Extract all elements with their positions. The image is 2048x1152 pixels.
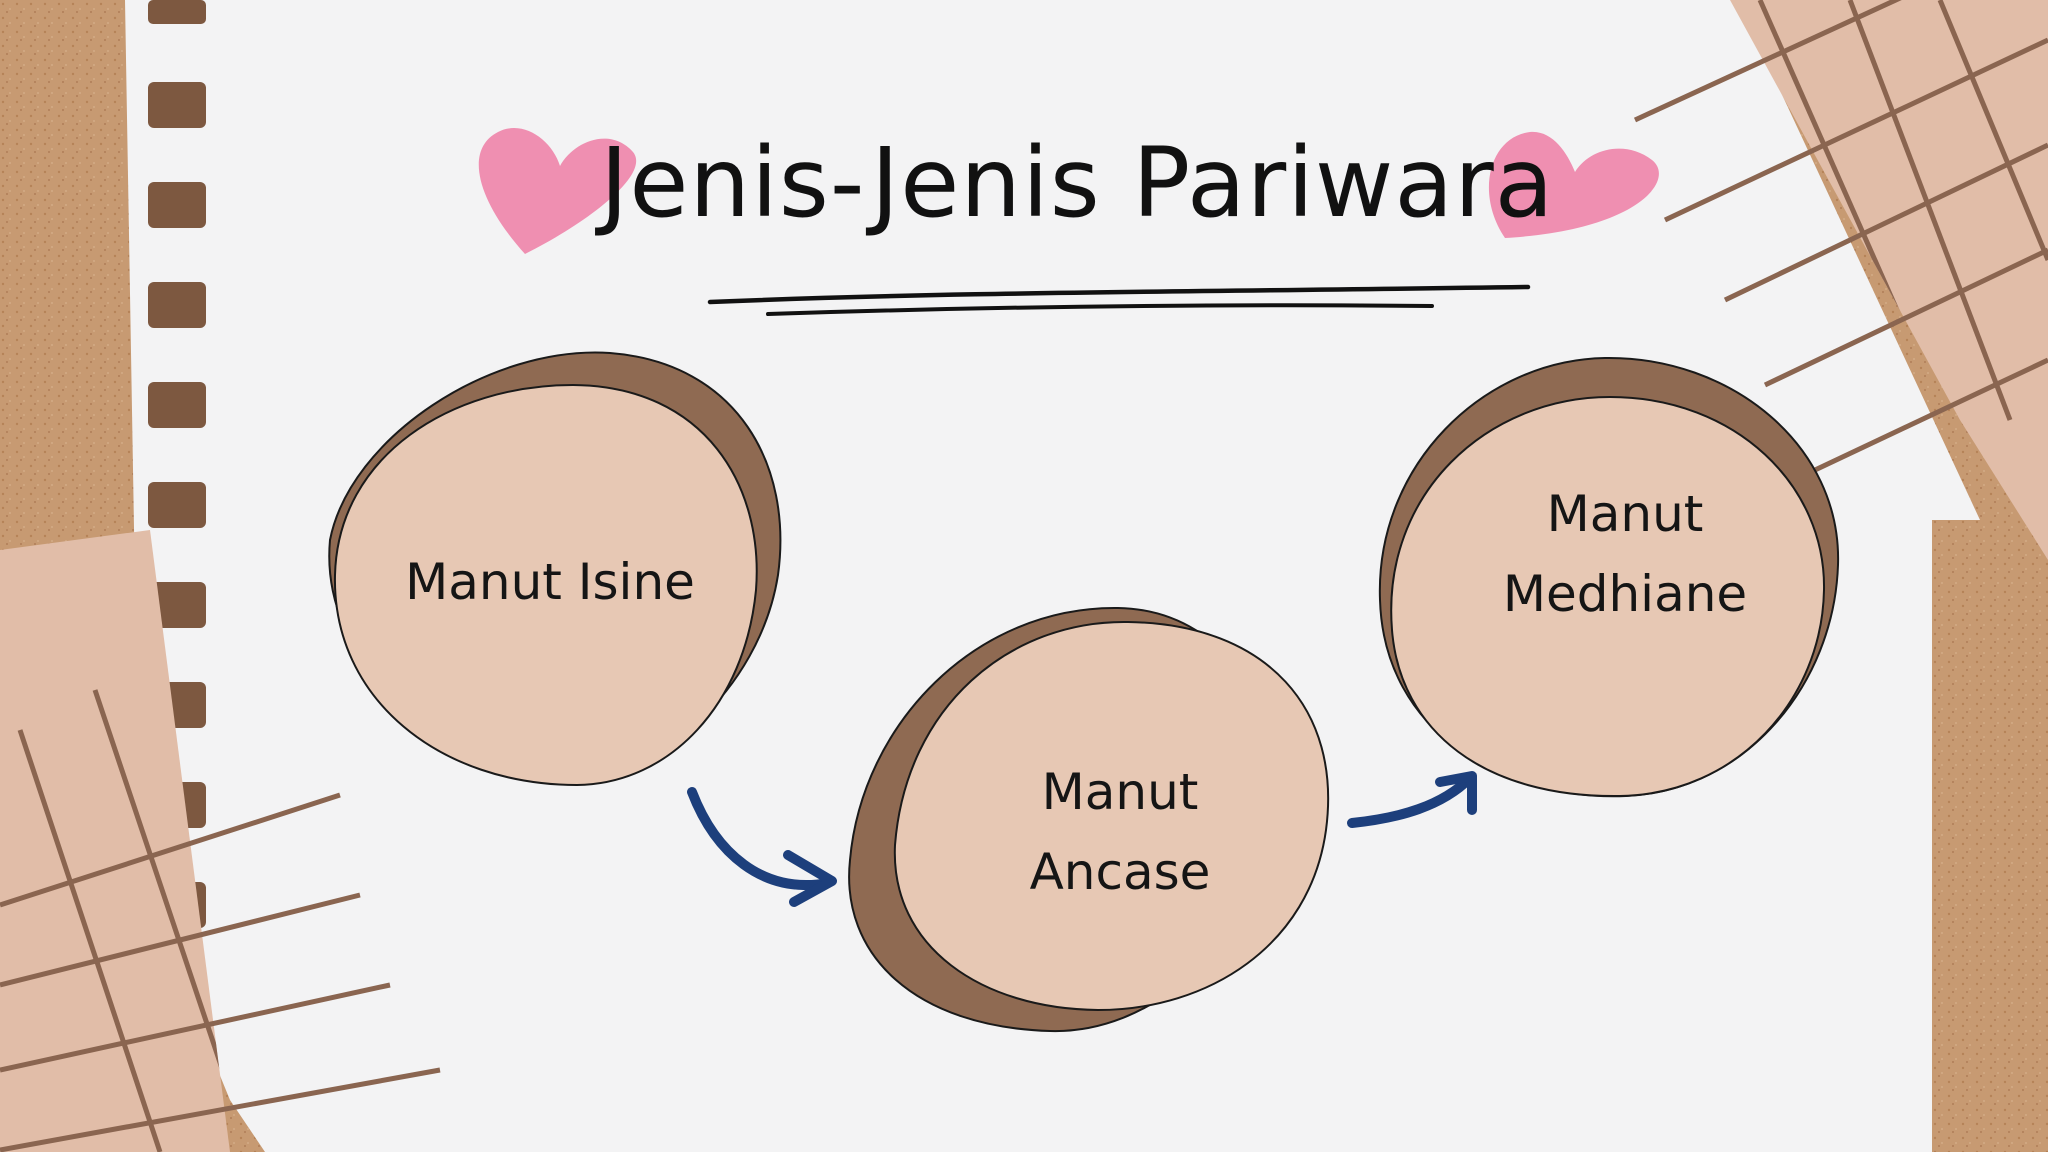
circle-fill [333, 383, 758, 787]
heart-icon [478, 128, 637, 254]
diagram-node-isine [328, 351, 782, 787]
page-title: Jenis-Jenis Pariwara [600, 127, 1555, 239]
node-label-medhiane: Manut Medhiane [1502, 485, 1748, 623]
notebook-hole [148, 282, 206, 328]
notebook-hole [148, 0, 206, 24]
notebook-hole [148, 382, 206, 428]
heart-icon [1488, 131, 1659, 238]
title-underline [766, 303, 1434, 316]
left-tape [0, 530, 230, 1152]
node-label-ancase: Manut Ancase [1029, 763, 1211, 901]
node-label-isine: Manut Isine [405, 553, 695, 611]
diagram-node-ancase [848, 606, 1330, 1033]
notebook-hole [148, 182, 206, 228]
notebook-hole [148, 582, 206, 628]
diagram-node-medhiane [1378, 356, 1840, 798]
circle-fill [893, 620, 1330, 1012]
notebook-hole [148, 482, 206, 528]
right-tape [1730, 0, 2048, 560]
curved-arrow-icon [687, 787, 837, 907]
title-underline [707, 284, 1531, 305]
curved-arrow-icon [1347, 771, 1477, 828]
circle-fill [1390, 395, 1826, 798]
notebook-hole [148, 82, 206, 128]
right-tape-grid [1633, 0, 2048, 560]
